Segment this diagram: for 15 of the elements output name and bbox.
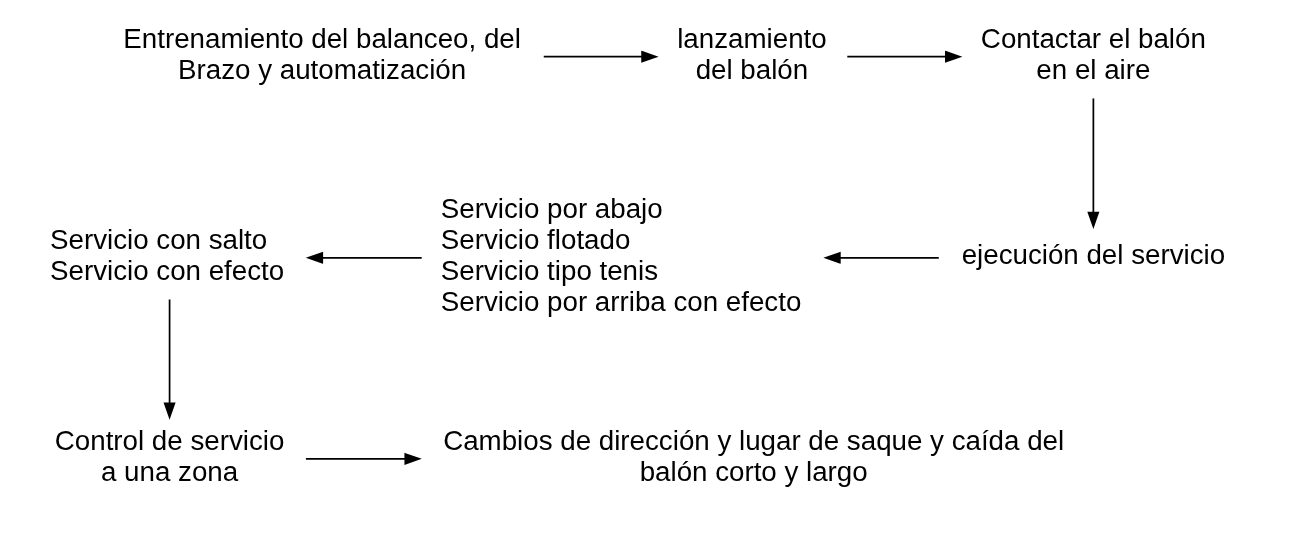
arrow [846,50,963,63]
arrow [1087,97,1100,230]
node-text: lanzamiento del balón [677,22,827,85]
arrow [542,50,659,63]
arrow [305,452,422,465]
arrow [305,251,423,264]
node-text: Entrenamiento del balanceo, del Brazo y automatización [123,22,521,85]
arrow [163,298,176,420]
node-text: Contactar el balón en el aire [980,22,1206,85]
node-text: Servicio por abajo Servicio flotado Servicio tipo tenis Servicio por arriba con efecto [440,192,802,318]
node-text: ejecución del servicio [961,239,1226,271]
node-text: Control de servicio a una zona [54,424,285,488]
arrow [823,251,940,264]
node-text: Cambios de dirección y lugar de saque y caída del balón corto y largo [443,424,1065,488]
node-text: Servicio con salto Servicio con efecto [50,223,285,286]
